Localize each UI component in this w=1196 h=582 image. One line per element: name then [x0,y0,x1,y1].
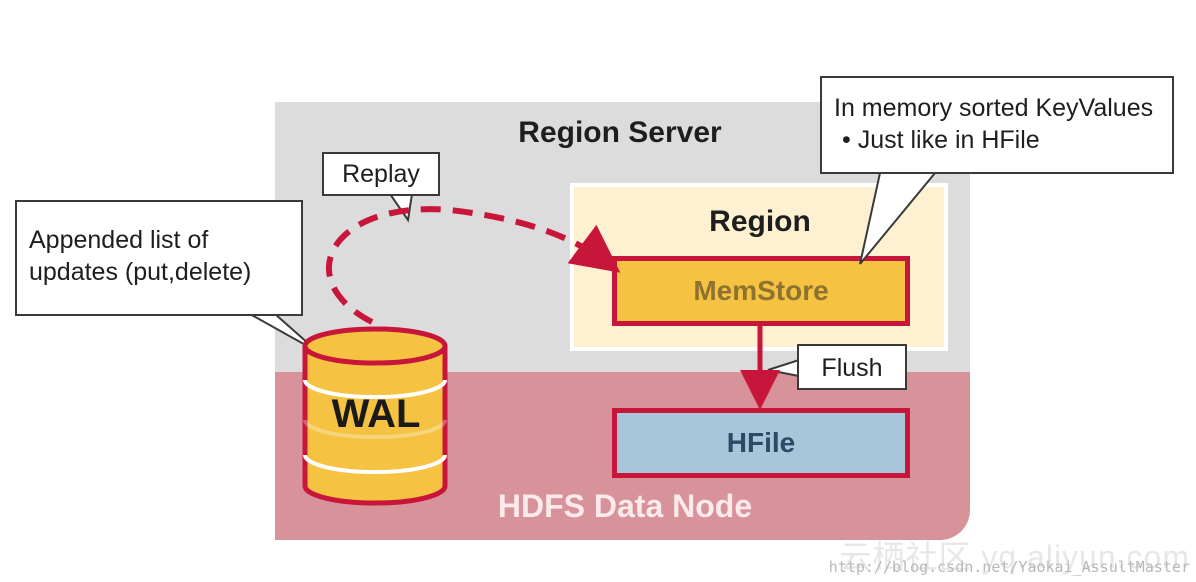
replay-callout: Replay [322,152,440,196]
memstore-label: MemStore [693,275,829,306]
hfile-box: HFile [612,408,910,478]
replay-arrow [326,206,621,325]
wal-callout: Appended list of updates (put,delete) [15,200,303,316]
wal-label: WAL [331,392,421,436]
wal-callout-line: Appended list of [29,226,209,254]
memstore-callout-line: In memory sorted KeyValues [834,94,1154,122]
replay-callout-pointer [388,193,414,223]
wal-cylinder [302,326,448,506]
hfile-label: HFile [726,427,796,458]
memstore-box: MemStore [612,256,910,326]
watermark-url: http://blog.csdn.net/Yaokai_AssultMaster [828,558,1190,576]
wal-callout-line: updates (put,delete) [29,258,252,286]
watermark: 云栖社区 yq.aliyun.com [839,539,1190,575]
memstore-callout-bullet: • Just like in HFile [842,126,1040,154]
region-title: Region [709,205,811,238]
memstore-callout: In memory sorted KeyValues • Just like i… [820,76,1174,174]
hdfs-data-node-label: HDFS Data Node [497,488,753,524]
flush-callout: Flush [797,344,907,390]
memstore-callout-pointer [859,172,938,265]
region-server-title: Region Server [518,116,722,149]
flush-callout-pointer [767,358,800,378]
